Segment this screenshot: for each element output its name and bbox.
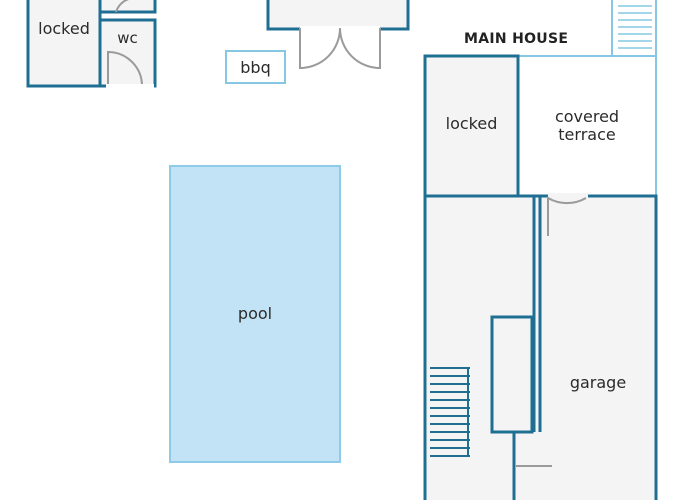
garage-door-swing (547, 196, 587, 236)
room-locked-outbuilding (26, 0, 102, 88)
upper-stairs (618, 5, 652, 49)
label-covered-terrace-line1: covered (554, 107, 620, 126)
main-house-title: MAIN HOUSE (464, 31, 569, 47)
top-center-building (266, 0, 410, 31)
double-door-right (339, 27, 381, 70)
bbq-box (225, 50, 286, 84)
outbuilding-upper-wall (98, 0, 157, 14)
wc-door-swing (107, 50, 143, 87)
label-wc: wc (117, 29, 138, 47)
label-locked-main: locked (445, 114, 498, 133)
main-house-upper-stair-area (611, 0, 657, 57)
label-covered-terrace-line2: terrace (558, 125, 616, 144)
main-stairs (430, 367, 470, 457)
label-bbq: bbq (240, 58, 271, 77)
double-door-left (299, 27, 341, 70)
label-pool: pool (237, 304, 273, 323)
label-garage: garage (569, 373, 627, 392)
outbuilding-door-swing (115, 0, 130, 13)
room-locked-main (423, 54, 520, 198)
label-locked-outbuilding: locked (38, 19, 90, 38)
label-covered-terrace: covered terrace (518, 108, 656, 144)
interior-column (490, 315, 534, 434)
pool-area (169, 165, 341, 463)
